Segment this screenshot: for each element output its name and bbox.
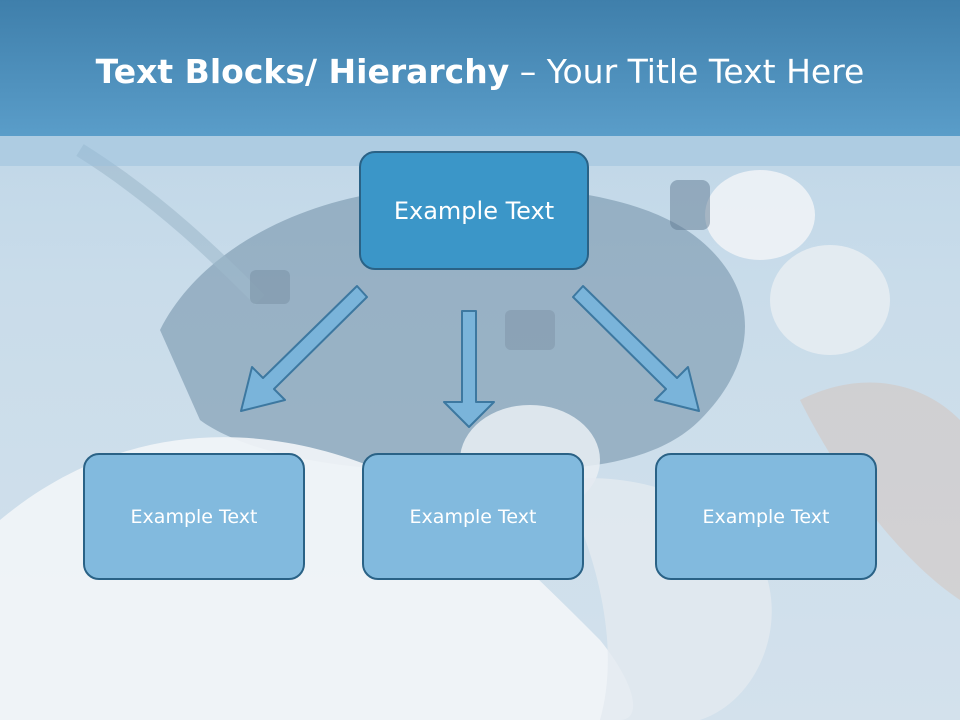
title-bold: Text Blocks/ Hierarchy [95, 52, 510, 91]
arrow-right [572, 285, 700, 412]
child-text-block-left[interactable]: Example Text [83, 453, 305, 580]
child-text-block-label: Example Text [702, 505, 830, 528]
title-bar [0, 0, 960, 136]
child-text-block-right[interactable]: Example Text [655, 453, 877, 580]
child-text-block-label: Example Text [130, 505, 258, 528]
child-text-block-center[interactable]: Example Text [362, 453, 584, 580]
top-text-block[interactable]: Example Text [359, 151, 589, 270]
arrow-center [443, 310, 495, 428]
top-text-block-label: Example Text [393, 196, 555, 225]
child-text-block-label: Example Text [409, 505, 537, 528]
title-rest: Your Title Text Here [546, 52, 865, 91]
title-dash: – [509, 52, 547, 91]
slide-title: Text Blocks/ Hierarchy – Your Title Text… [0, 52, 960, 91]
arrow-left [240, 285, 368, 412]
